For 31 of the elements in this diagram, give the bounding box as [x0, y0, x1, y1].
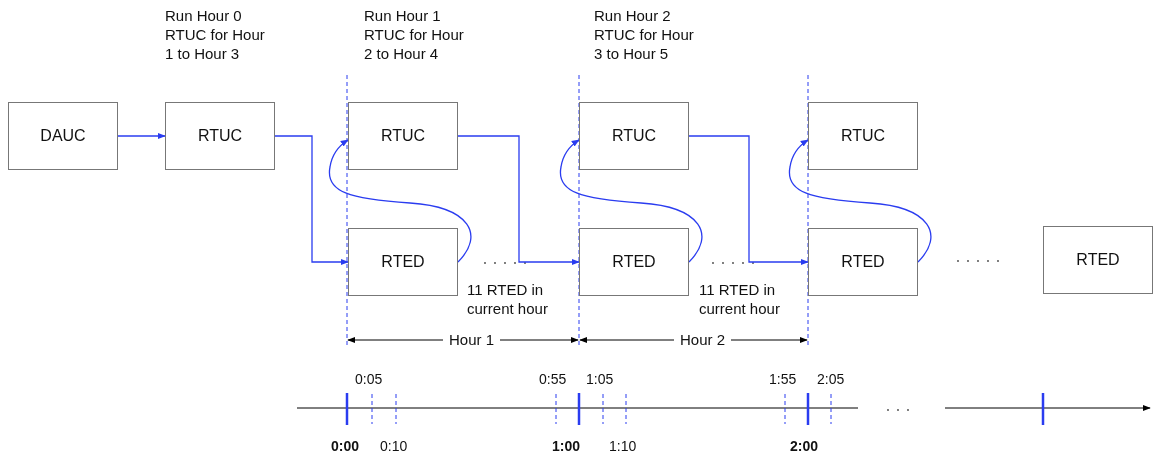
- time-label: 0:05: [355, 370, 383, 388]
- time-label: 1:00: [552, 437, 581, 455]
- process-box: DAUC: [8, 102, 118, 170]
- time-label: 1:05: [586, 370, 614, 388]
- process-box: RTED: [1043, 226, 1153, 294]
- time-label: 0:10: [380, 437, 408, 455]
- process-box: RTED: [808, 228, 918, 296]
- arrow: [117, 132, 166, 140]
- time-label: 0:55: [539, 370, 567, 388]
- arrow: [274, 135, 349, 266]
- process-box: RTED: [579, 228, 689, 296]
- run-annotation: Run Hour 1 RTUC for Hour 2 to Hour 4: [364, 6, 464, 63]
- note-text: 11 RTED in current hour: [467, 280, 549, 318]
- time-label: 1:10: [609, 437, 637, 455]
- time-label: 0:00: [331, 437, 360, 455]
- arrow: [688, 135, 809, 266]
- run-annotation: Run Hour 2 RTUC for Hour 3 to Hour 5: [594, 6, 694, 63]
- process-box: RTUC: [165, 102, 275, 170]
- process-box: RTUC: [808, 102, 918, 170]
- time-label: 1:55: [769, 370, 797, 388]
- process-box: RTUC: [348, 102, 458, 170]
- arrow: [328, 139, 472, 263]
- time-label: 2:05: [817, 370, 845, 388]
- arrow: [457, 135, 580, 266]
- note-text: 11 RTED in current hour: [699, 280, 781, 318]
- process-box: RTUC: [579, 102, 689, 170]
- arrow: [788, 139, 932, 263]
- arrow: [559, 139, 703, 263]
- time-label: 2:00: [790, 437, 819, 455]
- process-box: RTED: [348, 228, 458, 296]
- run-annotation: Run Hour 0 RTUC for Hour 1 to Hour 3: [165, 6, 265, 63]
